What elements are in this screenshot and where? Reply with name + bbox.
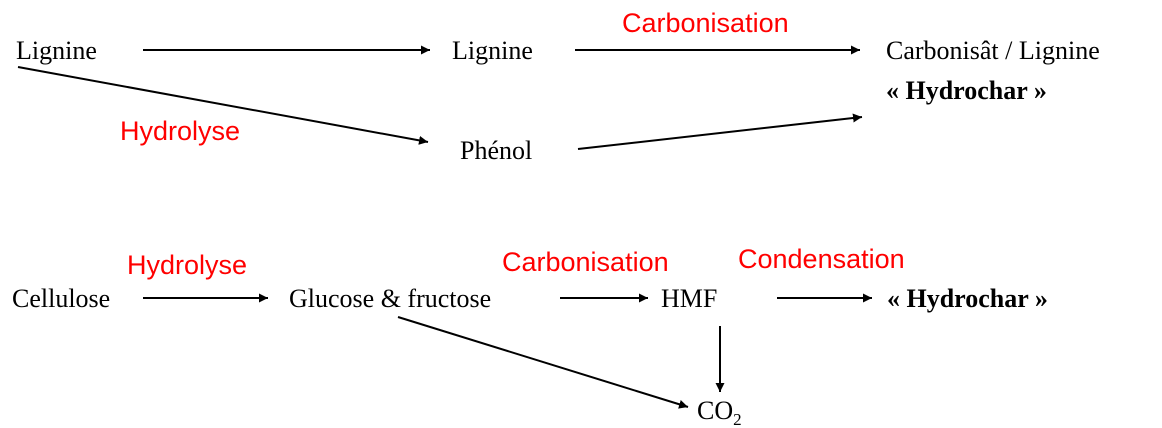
co2-subscript: 2 [733,410,742,428]
carbonisation-label-top: Carbonisation [622,8,789,38]
hydrolyse-label-top: Hydrolyse [120,116,241,146]
hydrochar-top-node: « Hydrochar » [886,76,1047,105]
hydrochar-bottom-node: « Hydrochar » [887,284,1048,313]
arrow-phenol-to-hydrochar [577,113,863,150]
condensation-label: Condensation [738,244,905,274]
lignine-mid-node: Lignine [452,36,533,65]
arrow-lignine-to-phenol [17,66,429,145]
arrow-glucose-to-co2 [397,316,689,409]
phenol-node: Phénol [460,136,533,165]
carbonisation-label-bottom: Carbonisation [502,247,669,277]
hydrolyse-label-bottom: Hydrolyse [127,250,248,280]
carbonisat-lignine-node: Carbonisât / Lignine [886,36,1100,65]
hmf-node: HMF [661,284,718,313]
co2-node: CO2 [697,396,742,428]
co2-main-text: CO [697,396,734,425]
lignine-source-node: Lignine [16,36,97,65]
cellulose-node: Cellulose [12,284,111,313]
glucose-fructose-node: Glucose & fructose [289,284,492,313]
